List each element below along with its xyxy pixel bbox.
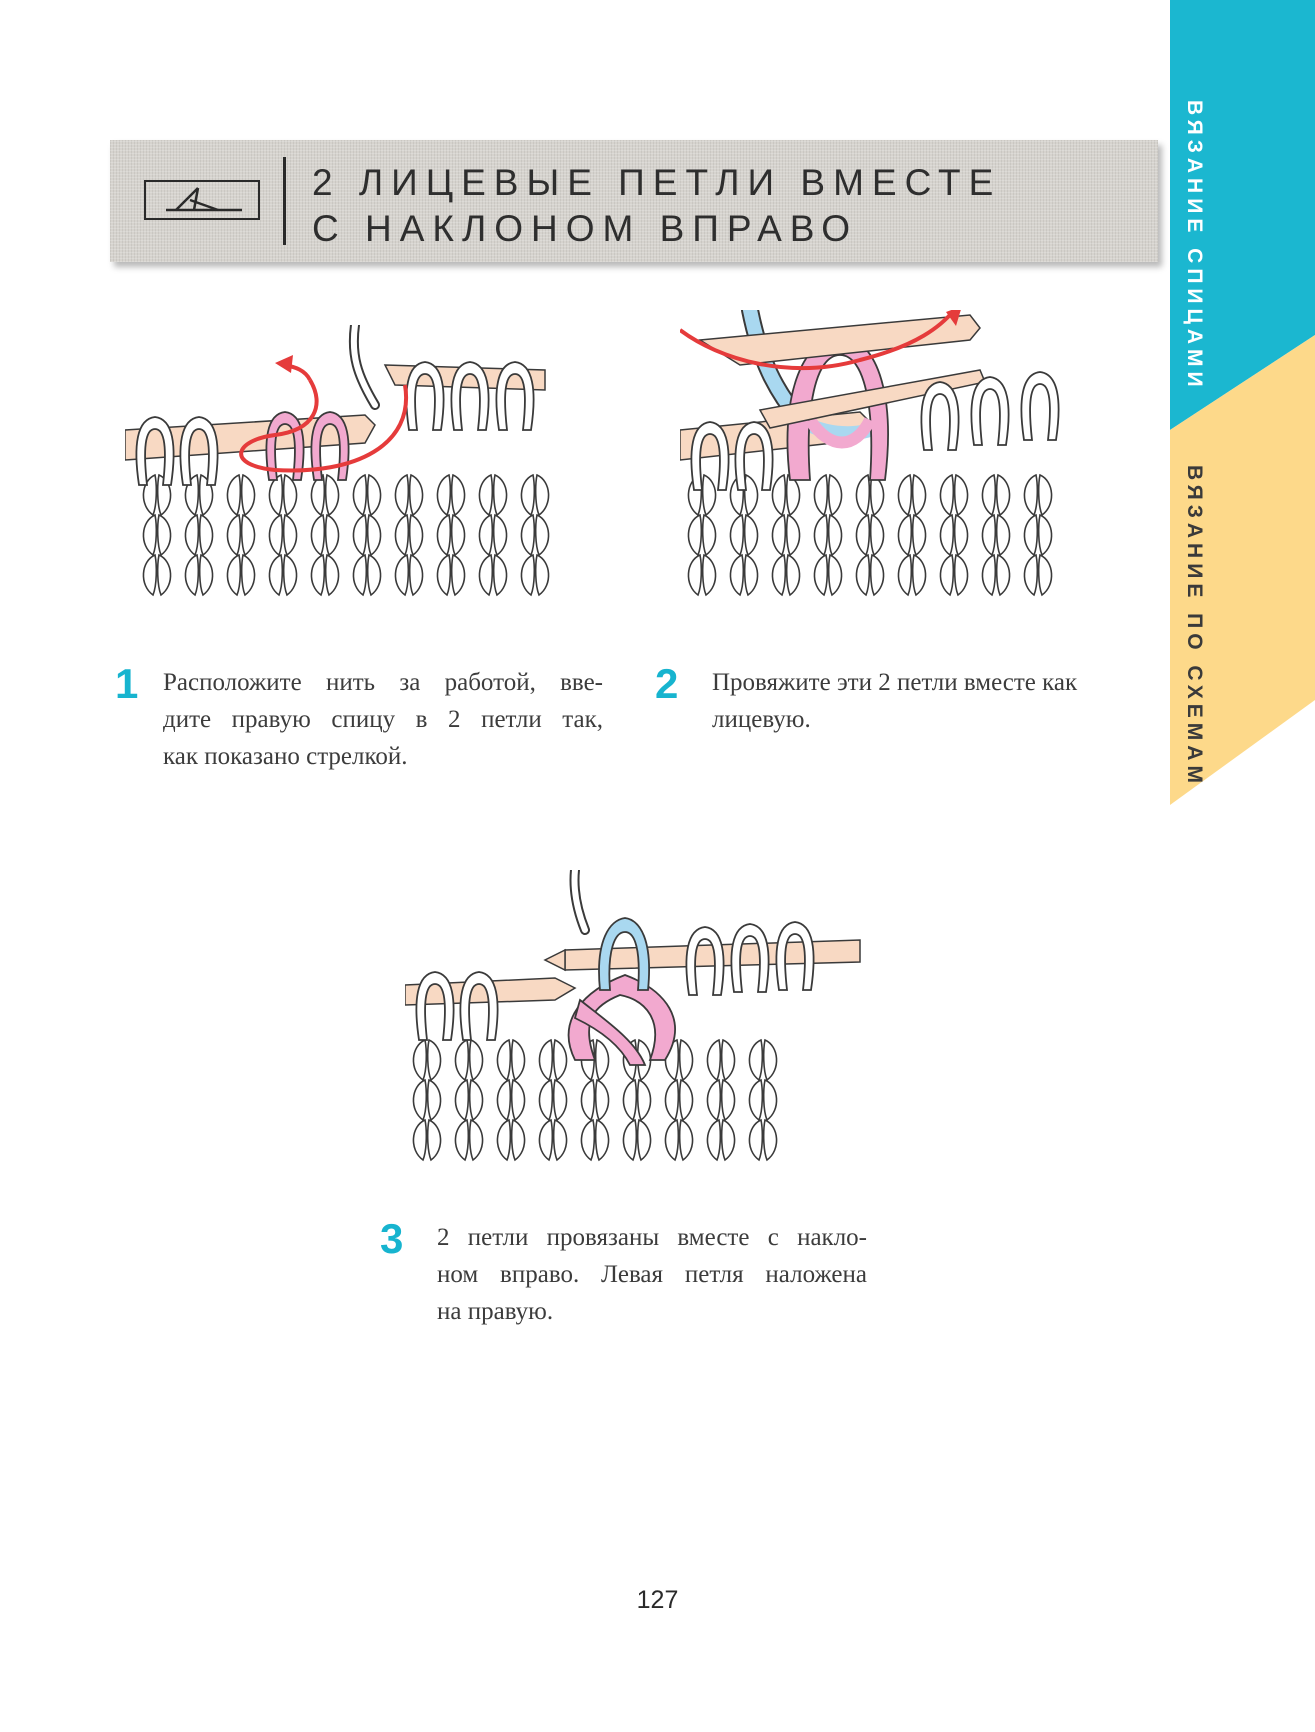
step-3-line-1: 2 петли провязаны вместе с накло- xyxy=(437,1224,867,1251)
page-title-line-2: С НАКЛОНОМ ВПРАВО xyxy=(312,208,858,249)
step-1-number: 1 xyxy=(115,660,139,707)
step-3-line-3: на правую. xyxy=(437,1298,554,1325)
k2tog-right-slant-symbol-icon xyxy=(166,187,242,212)
step-3-illustration xyxy=(405,870,865,1190)
step-2-number: 2 xyxy=(655,660,679,707)
page-number: 127 xyxy=(636,1586,679,1614)
step-1-text: Расположите нить за работой, вве- дите п… xyxy=(163,664,603,775)
banner-divider xyxy=(283,157,286,245)
step-3-number: 3 xyxy=(380,1215,404,1262)
step-1-line-3: как показано стрелкой. xyxy=(163,743,408,770)
step-1-line-2: дите правую спицу в 2 петли так, xyxy=(163,706,603,733)
tab-charts-background xyxy=(1170,335,1315,805)
step-3-text: 2 петли провязаны вместе с накло- ном вп… xyxy=(437,1219,867,1330)
step-2-line-1: Провяжите эти 2 петли вместе как xyxy=(712,669,1078,696)
step-1-line-1: Расположите нить за работой, вве- xyxy=(163,669,603,696)
tab-knitting-label[interactable]: ВЯЗАНИЕ СПИЦАМИ xyxy=(1183,100,1206,392)
step-2-text: Провяжите эти 2 петли вместе как лицевую… xyxy=(712,664,1142,738)
section-header-banner: 2 ЛИЦЕВЫЕ ПЕТЛИ ВМЕСТЕ С НАКЛОНОМ ВПРАВО xyxy=(110,140,1158,262)
page-title-line-1: 2 ЛИЦЕВЫЕ ПЕТЛИ ВМЕСТЕ xyxy=(312,162,1002,203)
tab-charts-label[interactable]: ВЯЗАНИЕ ПО СХЕМАМ xyxy=(1183,465,1206,788)
stitch-symbol-box xyxy=(144,180,260,220)
tab-knitting-background xyxy=(1170,0,1315,430)
step-1-illustration xyxy=(125,325,605,625)
step-2-illustration xyxy=(680,310,1120,630)
page-title: 2 ЛИЦЕВЫЕ ПЕТЛИ ВМЕСТЕ С НАКЛОНОМ ВПРАВО xyxy=(312,160,1001,252)
step-3-line-2: ном вправо. Левая петля наложена xyxy=(437,1261,867,1288)
step-2-line-2: лицевую. xyxy=(712,706,811,733)
